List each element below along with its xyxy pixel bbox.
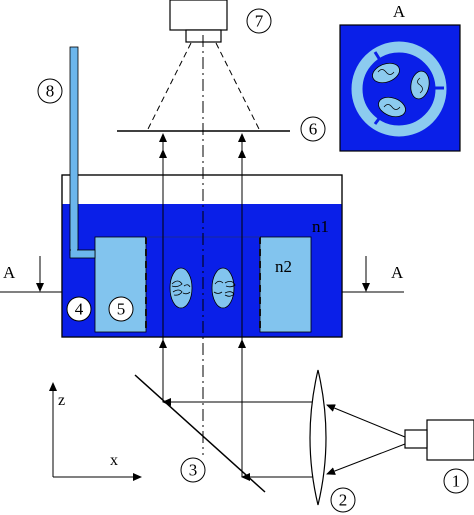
axis-z-label: z: [58, 392, 65, 409]
lens: [309, 369, 327, 506]
label-n1: n1: [312, 217, 329, 236]
sample-right: [211, 267, 236, 309]
callout-8-label: 8: [46, 82, 55, 101]
callout-3: 3: [180, 457, 206, 483]
callout-1-label: 1: [452, 472, 461, 491]
callout-4-label: 4: [75, 300, 84, 319]
callout-8: 8: [37, 78, 63, 104]
manometer-tube: [69, 46, 96, 259]
callout-7-label: 7: [255, 12, 264, 31]
sample-column-boundaries: [145, 237, 261, 332]
callout-6-label: 6: [309, 120, 318, 139]
light-rays: [159, 133, 406, 481]
beam-splitter-mirror: [134, 374, 266, 493]
inset-cross-section: [339, 24, 461, 152]
sample-left: [169, 267, 193, 309]
callout-4: 4: [66, 296, 92, 322]
callout-2: 2: [330, 487, 356, 513]
callout-1: 1: [443, 468, 469, 494]
coordinate-axes: [49, 382, 142, 481]
section-label-right: A: [391, 263, 404, 282]
callout-6: 6: [300, 116, 326, 142]
callout-2-label: 2: [339, 491, 348, 510]
inset-title: A: [393, 2, 406, 21]
label-n2: n2: [275, 257, 292, 276]
camera-field-of-view: [146, 42, 261, 132]
callout-3-label: 3: [189, 461, 198, 480]
callout-7: 7: [246, 8, 272, 34]
callout-5: 5: [108, 296, 134, 322]
camera: [169, 0, 228, 43]
section-line-a-a: [0, 256, 404, 293]
axis-x-label: x: [110, 452, 118, 469]
light-source: [404, 419, 474, 461]
inner-block-right: [259, 236, 312, 333]
section-label-left: A: [3, 263, 16, 282]
callout-5-label: 5: [117, 300, 126, 319]
